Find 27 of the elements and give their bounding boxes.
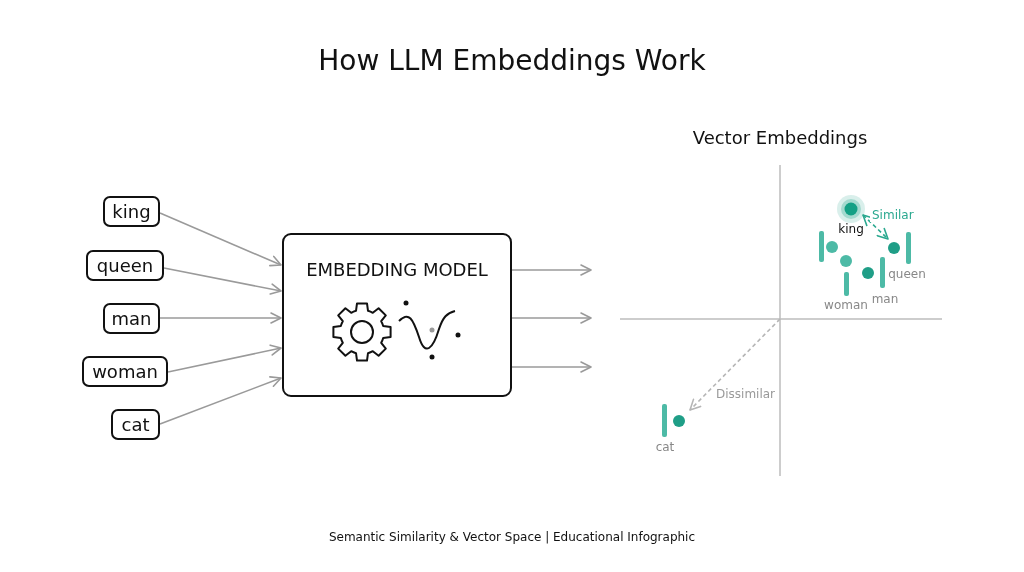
model-box xyxy=(282,233,512,397)
arrow xyxy=(511,312,592,324)
edge-label: Dissimilar xyxy=(714,387,778,401)
arrow xyxy=(159,212,282,267)
point-label: queen xyxy=(888,267,926,281)
word-box: queen xyxy=(86,250,164,281)
point-label: man xyxy=(871,292,899,306)
arrow xyxy=(167,344,282,373)
box-heading: EMBEDDING MODEL xyxy=(305,259,489,280)
point-label: cat xyxy=(655,440,675,454)
word-box: man xyxy=(103,303,160,334)
arrow xyxy=(511,361,592,373)
arrow xyxy=(163,267,282,295)
word-box: king xyxy=(103,196,160,227)
word-box: cat xyxy=(111,409,160,440)
arrow xyxy=(511,264,592,276)
arrow xyxy=(862,214,889,240)
edge-label: Similar xyxy=(870,208,916,222)
point-label: woman xyxy=(824,298,868,312)
word-box: woman xyxy=(82,356,168,387)
title: How LLM Embeddings Work xyxy=(317,44,707,77)
arrow xyxy=(159,312,282,324)
point-label: king xyxy=(838,222,864,236)
caption: Semantic Similarity & Vector Space | Educational Infographic xyxy=(327,530,697,544)
arrow xyxy=(159,376,282,425)
arrow xyxy=(689,318,781,411)
heading: Vector Embeddings xyxy=(691,127,869,148)
